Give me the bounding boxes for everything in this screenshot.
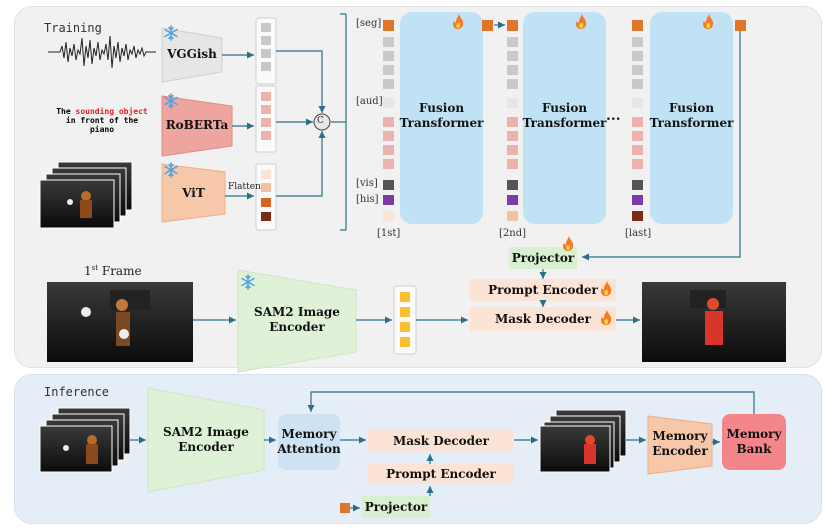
text-token-column <box>255 85 277 153</box>
inference-sam2-encoder <box>147 387 265 493</box>
token-stack-1 <box>383 20 394 221</box>
inference-projector-label: Projector <box>364 499 428 514</box>
inference-prompt-encoder <box>368 464 514 484</box>
vit-label: ViT <box>182 185 205 200</box>
training-output-mask-image <box>642 282 786 362</box>
concat-node <box>313 113 331 131</box>
inference-prompt-label: Prompt Encoder <box>386 466 496 481</box>
fusion-label-last: Fusion Transformer <box>649 101 734 130</box>
memory-bank-label: Memory Bank <box>726 427 782 456</box>
inference-sam2-label: SAM2 Image Encoder <box>163 425 249 454</box>
training-sam2-encoder <box>237 269 357 373</box>
seg-tag: [seg] <box>356 18 382 29</box>
text-query-caption: The sounding object in front of the pian… <box>56 107 148 134</box>
stage-label-last: [last] <box>625 228 652 239</box>
stage-label-1: [1st] <box>377 228 401 239</box>
inference-decoder-label: Mask Decoder <box>392 433 489 448</box>
ellipsis: ... <box>606 108 621 124</box>
training-projector <box>509 247 577 269</box>
memory-attention <box>278 414 340 470</box>
image-embedding-tokens <box>393 285 417 355</box>
waveform-icon <box>48 35 156 69</box>
fusion-transformer-2 <box>523 12 606 224</box>
roberta-encoder <box>161 95 233 157</box>
memory-bank <box>722 414 786 470</box>
training-prompt-label: Prompt Encoder <box>488 282 598 297</box>
training-decoder-label: Mask Decoder <box>494 311 591 326</box>
vis-tag: [vis] <box>356 178 378 189</box>
aud-tag: [aud] <box>356 96 383 107</box>
inference-label: Inference <box>44 385 110 399</box>
token-stack-2 <box>482 20 518 221</box>
vggish-encoder <box>161 27 223 83</box>
first-frame-image <box>47 282 193 362</box>
memory-encoder-label: Memory Encoder <box>652 429 708 458</box>
fusion-label-2: Fusion Transformer <box>522 101 607 130</box>
stage-label-2: [2nd] <box>499 228 527 239</box>
vit-encoder <box>161 163 226 223</box>
fusion-label-1: Fusion Transformer <box>399 101 484 130</box>
inference-projector <box>362 496 430 518</box>
vggish-label: VGGish <box>167 46 217 61</box>
training-prompt-encoder <box>470 279 616 301</box>
video-frame-icon <box>39 407 131 473</box>
vision-token-column <box>255 163 277 231</box>
first-frame-label: 1st Frame <box>84 264 142 278</box>
inference-output-masks <box>539 409 627 473</box>
his-tag: [his] <box>356 194 379 205</box>
training-projector-label: Projector <box>511 250 575 265</box>
seg-token <box>340 503 350 513</box>
video-frame-icon <box>39 161 133 229</box>
memory-encoder <box>647 415 713 475</box>
training-mask-decoder <box>470 307 616 331</box>
memory-attention-label: Memory Attention <box>277 427 341 456</box>
roberta-label: RoBERTa <box>165 117 229 132</box>
training-sam2-label: SAM2 Image Encoder <box>254 305 340 334</box>
training-label: Training <box>44 21 102 35</box>
inference-mask-decoder <box>368 430 514 452</box>
fusion-transformer-last <box>650 12 733 224</box>
token-stack-last <box>632 20 746 221</box>
fusion-transformer-1 <box>400 12 483 224</box>
audio-token-column <box>255 17 277 85</box>
flatten-label: Flatten <box>228 182 261 192</box>
concat-label: C <box>317 116 324 126</box>
